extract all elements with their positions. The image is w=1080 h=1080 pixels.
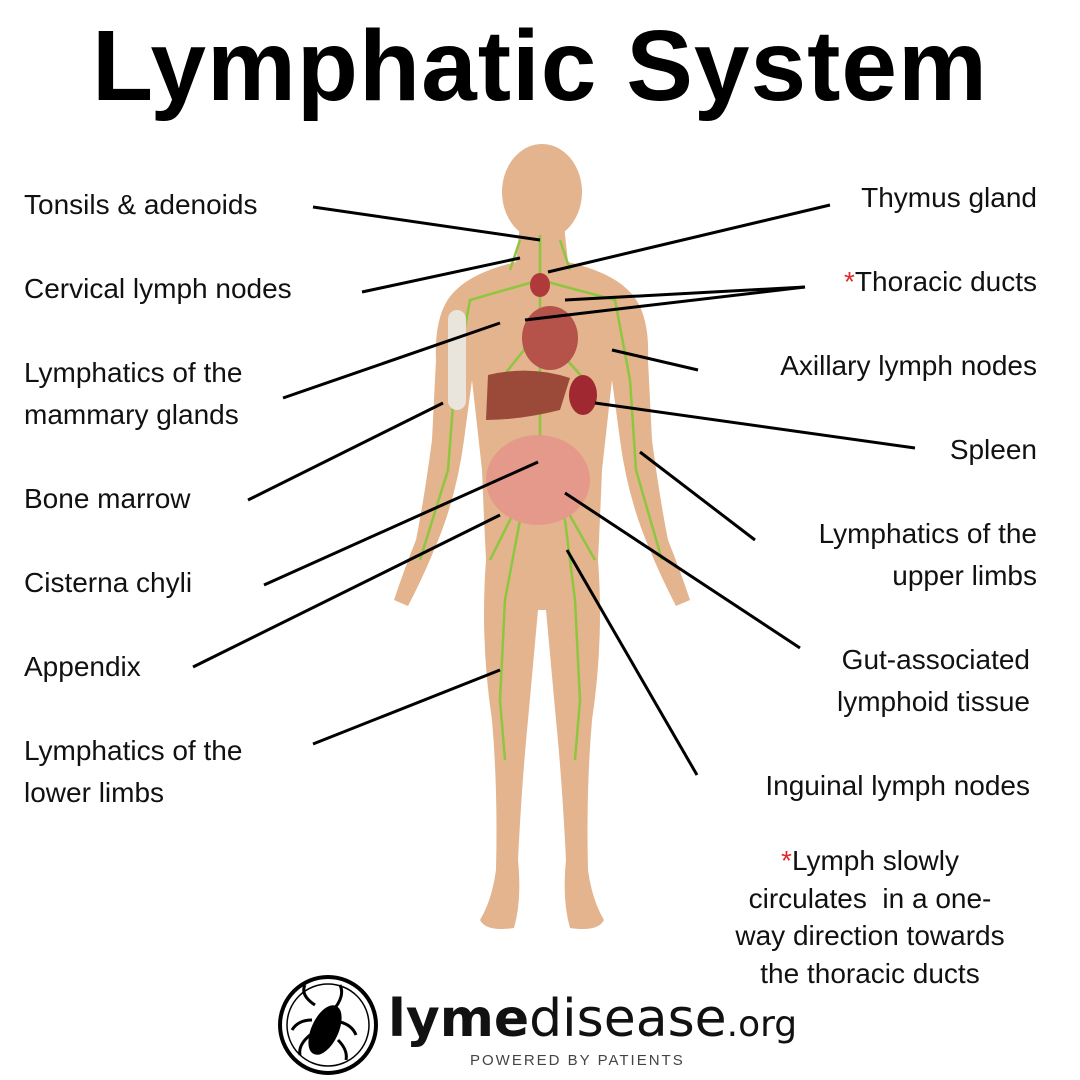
- tick-logo-icon: [278, 975, 378, 1075]
- label-thoracic-ducts: *Thoracic ducts: [844, 261, 1037, 303]
- label-thymus-gland: Thymus gland: [861, 182, 1037, 213]
- footnote-line3: way direction towards: [735, 920, 1005, 951]
- liver: [486, 370, 570, 420]
- label-bone-marrow: Bone marrow: [24, 483, 191, 514]
- label-lower-limbs-line1: Lymphatics of the: [24, 735, 243, 766]
- logo-tld: .org: [726, 1004, 798, 1045]
- logo-wordmark: lymedisease.org: [388, 992, 797, 1052]
- label-galt-line1: Gut-associated: [841, 644, 1030, 675]
- label-mammary-line2: mammary glands: [24, 399, 239, 430]
- asterisk: *: [781, 845, 792, 876]
- logo-bold: lyme: [388, 989, 530, 1049]
- organs: [448, 273, 597, 525]
- label-thoracic-text: Thoracic ducts: [854, 266, 1037, 297]
- label-appendix: Appendix: [24, 651, 141, 682]
- asterisk: *: [844, 266, 855, 297]
- label-spleen: Spleen: [949, 434, 1037, 465]
- footnote-line1: *Lymph slowly: [680, 842, 1060, 880]
- intestines: [486, 435, 590, 525]
- body-silhouette: [394, 144, 690, 929]
- label-galt-line2: lymphoid tissue: [837, 686, 1030, 717]
- thymus: [530, 273, 550, 297]
- bone-marrow: [448, 310, 466, 410]
- footnote-line4: the thoracic ducts: [760, 957, 980, 989]
- label-upper-limbs-line1: Lymphatics of the: [818, 518, 1037, 549]
- label-inguinal-lymph-nodes: Inguinal lymph nodes: [765, 770, 1030, 801]
- leader-lines: [192, 203, 916, 776]
- logo-light: disease: [529, 989, 727, 1049]
- page-title: Lymphatic System: [92, 10, 988, 122]
- heart: [522, 306, 578, 370]
- label-mammary-line1: Lymphatics of the: [24, 357, 243, 388]
- label-cervical-lymph-nodes: Cervical lymph nodes: [24, 273, 292, 304]
- label-tonsils-adenoids: Tonsils & adenoids: [24, 189, 258, 220]
- footnote: *Lymph slowly circulates in a one- way d…: [680, 842, 1060, 992]
- label-upper-limbs-line2: upper limbs: [892, 560, 1037, 591]
- spleen: [569, 375, 597, 415]
- footnote-text: Lymph slowly: [791, 845, 959, 876]
- logo-tagline: POWERED BY PATIENTS: [470, 1052, 685, 1069]
- label-lower-limbs-line2: lower limbs: [24, 777, 165, 808]
- label-cisterna-chyli: Cisterna chyli: [24, 567, 193, 598]
- label-axillary-lymph-nodes: Axillary lymph nodes: [780, 350, 1037, 381]
- footnote-line2: circulates in a one-: [748, 882, 992, 914]
